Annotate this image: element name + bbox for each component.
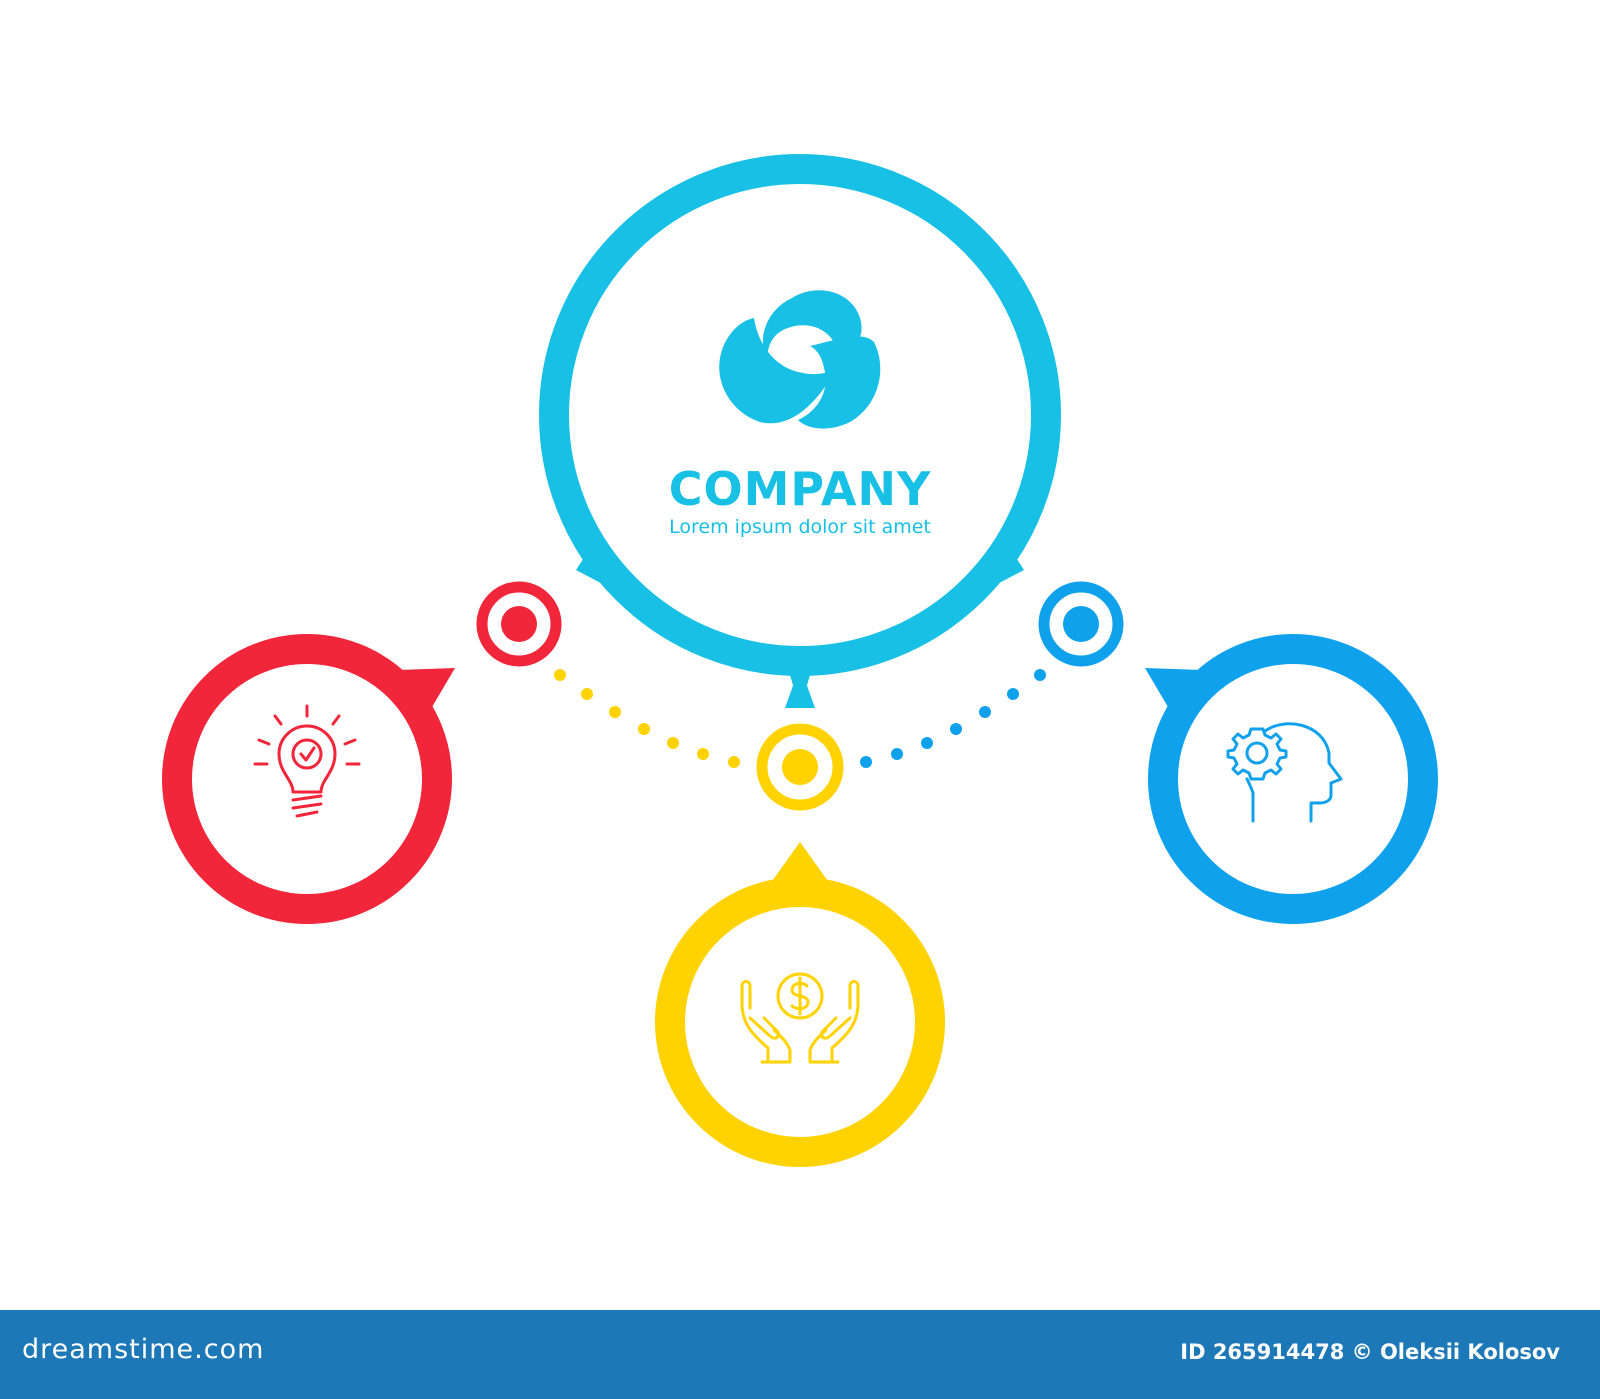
diagram-canvas — [162, 154, 1438, 1167]
footer-credit: ID 265914478 © Oleksii Kolosov — [1180, 1340, 1560, 1364]
hands-dollar-coin-icon — [740, 972, 860, 1064]
connector-node-blue — [1038, 581, 1124, 667]
center-bubble — [539, 154, 1061, 708]
connector-node-yellow — [756, 723, 844, 811]
lightbulb-check-icon — [253, 704, 361, 818]
footer-brand[interactable]: dreamstime.com — [22, 1334, 265, 1365]
head-gear-icon — [1226, 722, 1343, 823]
dotted-connector-left — [554, 669, 740, 768]
footer-bar: dreamstime.com ID 265914478 © Oleksii Ko… — [0, 1310, 1600, 1399]
three-petal-logo-icon — [719, 290, 881, 429]
mind-bubble — [1145, 634, 1438, 924]
connector-node-red — [476, 581, 562, 667]
idea-bubble — [162, 634, 455, 924]
finance-bubble — [655, 842, 945, 1167]
dotted-connector-right — [860, 669, 1046, 768]
company-tagline: Lorem ipsum dolor sit amet — [669, 516, 931, 538]
company-title: COMPANY — [668, 462, 932, 516]
